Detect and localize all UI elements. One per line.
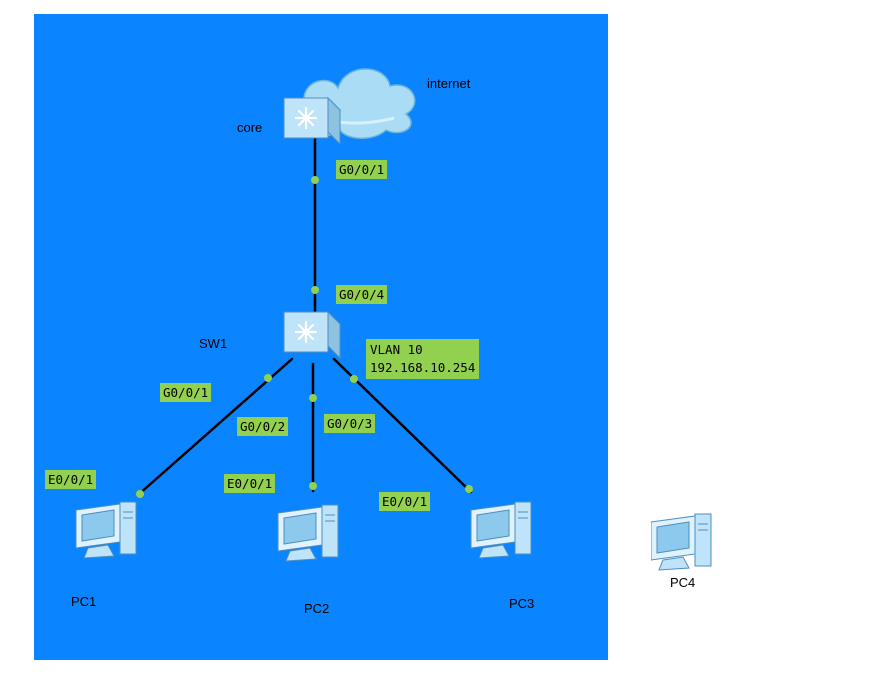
port-dot-core-g001 — [311, 176, 319, 184]
port-dot-pc1-e001 — [136, 490, 144, 498]
device-label-internet: internet — [427, 76, 471, 91]
vlan-info-box: VLAN 10 192.168.10.254 — [366, 339, 480, 379]
pc-icon[interactable] — [277, 504, 339, 562]
link-sw1-pc1[interactable] — [136, 357, 294, 497]
port-label-sw1-g002: G0/0/2 — [237, 417, 289, 436]
port-label-sw1-g004: G0/0/4 — [336, 285, 388, 304]
port-dot-sw1-g002 — [309, 394, 317, 402]
layer3-switch-icon[interactable] — [282, 96, 342, 146]
layer3-switch-icon[interactable] — [282, 310, 342, 360]
port-label-sw1-g003: G0/0/3 — [324, 414, 376, 433]
pc-icon[interactable] — [651, 510, 721, 576]
port-dot-sw1-g001 — [264, 374, 272, 382]
port-dot-sw1-g003 — [350, 375, 358, 383]
pc-icon[interactable] — [470, 501, 532, 559]
port-label-core-g001: G0/0/1 — [336, 160, 388, 179]
device-label-pc4: PC4 — [670, 575, 696, 590]
device-label-pc3: PC3 — [509, 596, 535, 611]
port-label-sw1-g001: G0/0/1 — [160, 383, 212, 402]
port-dot-pc3-e001 — [465, 485, 473, 493]
device-label-core: core — [237, 120, 263, 135]
port-label-pc3-e001: E0/0/1 — [379, 492, 431, 511]
port-dot-pc2-e001 — [309, 482, 317, 490]
device-label-pc1: PC1 — [71, 594, 97, 609]
device-label-pc2: PC2 — [304, 601, 330, 616]
port-label-pc2-e001: E0/0/1 — [224, 474, 276, 493]
vlan-ip-label: 192.168.10.254 — [370, 360, 476, 375]
device-label-sw1: SW1 — [199, 336, 228, 351]
topology-diagram — [34, 14, 608, 660]
vlan-id-label: VLAN 10 — [370, 342, 423, 357]
topology-canvas: internet core SW1 PC1 PC2 PC3 G0/0/1 G0/… — [34, 14, 608, 660]
port-label-pc1-e001: E0/0/1 — [45, 470, 97, 489]
pc-icon[interactable] — [75, 501, 137, 559]
port-dot-sw1-g004 — [311, 286, 319, 294]
